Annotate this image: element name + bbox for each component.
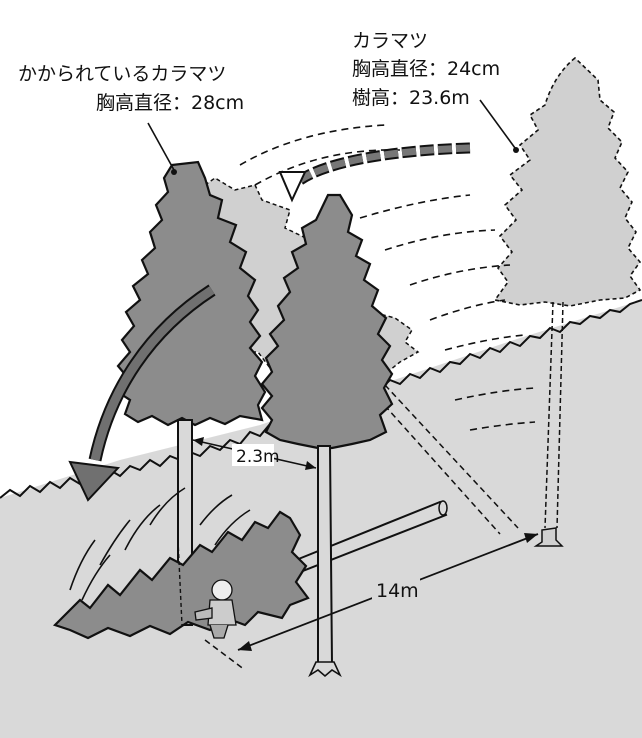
felled-tree-height: 樹高：23.6m [352,87,470,109]
fall-direction-arrow-fill [298,144,471,183]
hung-tree-title: かかられているカラマツ [18,63,226,85]
felled-trunk-ghost-r [556,301,564,529]
felled-tree-title: カラマツ [352,30,428,52]
distance-arrowhead-right [524,533,538,543]
fallen-crown-trunk-ghost [177,539,183,626]
distance-label-bg [372,578,420,604]
spacing-arrowhead-left [193,437,204,446]
standing-tree-trunk [317,445,334,666]
hung-tree-dbh: 胸高直径：28cm [96,92,244,114]
fall-direction-arrowhead [278,171,307,203]
fall-path-bottom [204,639,246,671]
swing-arrowhead [68,460,121,502]
spacing-label: 2.3m [236,447,280,467]
felled-trunk-ghost-l [544,301,554,529]
motion-lines-lower [69,487,251,601]
spacing-arrowhead-right [305,461,316,470]
hung-tree-leader-dot [171,169,177,175]
distance-arrowhead-left [238,641,252,651]
felled-tree-dbh: 胸高直径：24cm [352,58,500,80]
swing-arrow-fill [90,286,215,461]
felled-tree-crown-ghost [493,56,642,307]
stump [533,527,564,547]
felled-tree-leader [479,99,516,149]
hung-tree-leader [147,122,175,171]
fall-path-upper [384,384,519,529]
standing-tree-roots [308,661,342,678]
spacing-label-bg [232,444,274,466]
distance-label: 14m [376,580,419,602]
motion-lines-upper [239,124,536,431]
fallen-crown [52,510,310,640]
fall-path-lower [377,397,501,535]
worker-figure [194,579,237,639]
felled-tree-leader-dot [513,147,519,153]
hung-tree-crown [116,160,267,427]
log-end [438,500,448,516]
